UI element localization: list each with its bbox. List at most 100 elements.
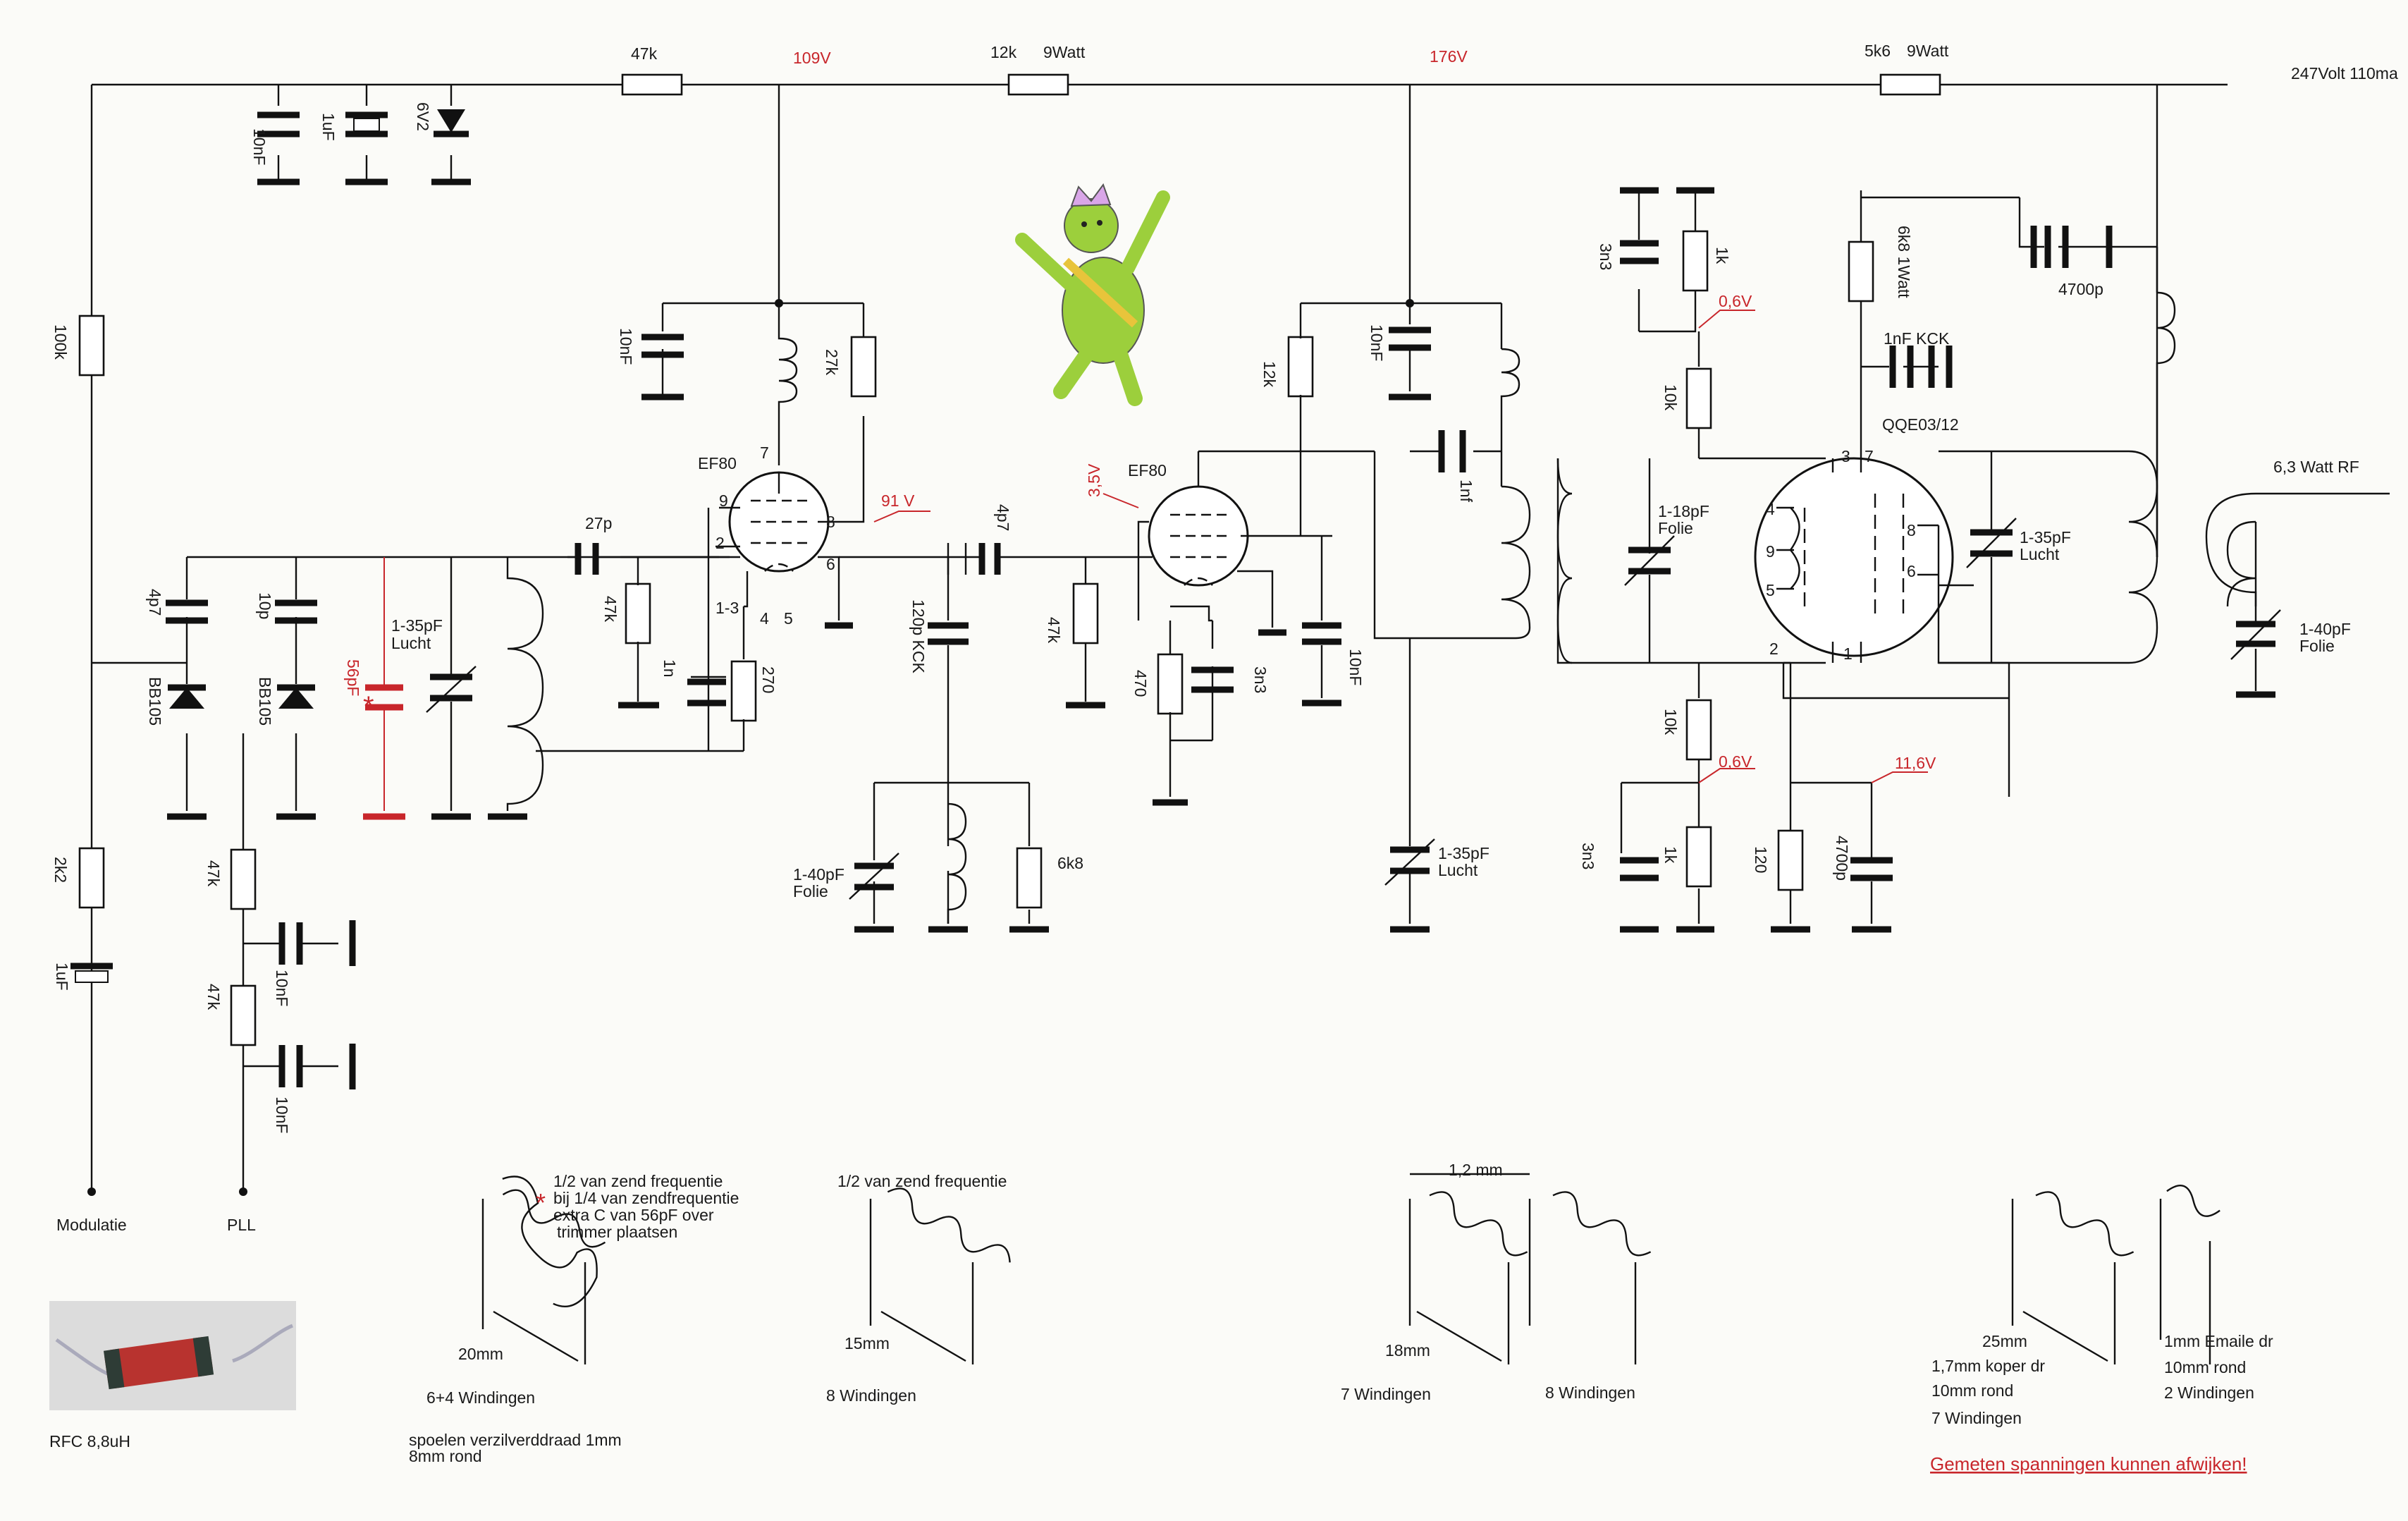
label-c10nf-pll1: 10nF xyxy=(273,970,291,1006)
coil4-turns: 7 Windingen xyxy=(1931,1409,2022,1427)
coil-drawings xyxy=(481,1173,2220,1364)
label-c4700p-b: 4700p xyxy=(1833,836,1851,881)
label-pin8: 8 xyxy=(826,513,835,531)
label-c1nf-kck: 1nF KCK xyxy=(1884,329,1950,348)
resistor-10k-lower xyxy=(1685,699,1712,761)
label-q-pin3: 3 xyxy=(1841,447,1850,465)
label-r47k-g2: 47k xyxy=(1045,617,1063,644)
label-c3n3-c: 3n3 xyxy=(1579,843,1597,869)
label-pin7: 7 xyxy=(760,444,769,462)
resistor-47k-grid2 xyxy=(1072,582,1099,645)
label-r1k-b: 1k xyxy=(1661,846,1680,864)
label-c4700p-a: 4700p xyxy=(2058,280,2103,298)
coil1-note4: trimmer plaatsen xyxy=(557,1223,677,1241)
label-c10nf-d: 10nF xyxy=(1346,649,1365,685)
resistor-470 xyxy=(1157,653,1184,715)
label-r12k-top-w: 9Watt xyxy=(1043,43,1086,61)
coil5-dia: 10mm rond xyxy=(2164,1358,2246,1376)
label-c3n3-b: 3n3 xyxy=(1597,243,1615,270)
pa-stage xyxy=(1556,187,2176,933)
label-star: * xyxy=(363,691,374,722)
label-q-pin6: 6 xyxy=(1907,562,1916,580)
coil2-turns: 8 Windingen xyxy=(826,1386,916,1405)
rfc-photo xyxy=(49,1301,296,1410)
label-trim-folie1: 1-40pF xyxy=(793,865,844,884)
label-trim1: 1-35pF xyxy=(391,616,443,635)
label-pin9: 9 xyxy=(719,491,728,510)
coil3-turns-b: 8 Windingen xyxy=(1545,1383,1635,1402)
resistor-10k-upper xyxy=(1685,367,1712,429)
label-3-5v: 3,5V xyxy=(1085,463,1103,497)
label-trim2: 1-35pF xyxy=(1438,844,1489,862)
label-c4p7-a: 4p7 xyxy=(146,589,164,616)
label-r47k-pll1: 47k xyxy=(204,860,223,887)
tube-qqe0312 xyxy=(1754,457,1954,657)
coil1-note3: extra C van 56pF over xyxy=(553,1206,714,1224)
coil5-turns: 2 Windingen xyxy=(2164,1383,2254,1402)
label-pll: PLL xyxy=(227,1216,256,1234)
coil1-dia: 8mm rond xyxy=(409,1447,482,1465)
label-r12k-top: 12k xyxy=(990,43,1017,61)
label-trim5: 1-40pF xyxy=(2299,620,2351,638)
label-trim-folie1-sub: Folie xyxy=(793,882,828,900)
label-r6k8-1w: 6k8 1Watt xyxy=(1895,226,1913,298)
label-c1uf-a: 1uF xyxy=(319,113,338,141)
coil2-length: 15mm xyxy=(844,1334,890,1352)
label-c1n: 1n xyxy=(661,659,679,678)
label-c10nf-c: 10nF xyxy=(1368,324,1386,361)
label-0-6v-b: 0,6V xyxy=(1719,752,1752,771)
label-c4p7-b: 4p7 xyxy=(994,504,1012,531)
resistor-100k xyxy=(78,314,105,377)
coil4-dia: 10mm rond xyxy=(1931,1381,2013,1400)
label-bb105-1: BB105 xyxy=(146,677,164,726)
label-c10nf-a: 10nF xyxy=(250,128,269,165)
resistor-6k8 xyxy=(1016,847,1043,909)
coil1-note2: bij 1/4 van zendfrequentie xyxy=(553,1189,739,1207)
resistor-2k2 xyxy=(78,847,105,909)
label-r47k-g1: 47k xyxy=(601,596,620,623)
stage2-ef80 xyxy=(839,85,1531,933)
label-r470: 470 xyxy=(1131,670,1150,697)
label-r270: 270 xyxy=(759,666,778,693)
label-56pf: 56pF xyxy=(344,659,362,696)
label-output: 6,3 Watt RF xyxy=(2273,458,2359,476)
coil4-length: 25mm xyxy=(1982,1332,2027,1350)
label-pin13: 1-3 xyxy=(715,599,739,617)
label-r2k2: 2k2 xyxy=(51,857,70,883)
coil1-wire: spoelen verzilverddraad 1mm xyxy=(409,1431,622,1449)
label-trim2-sub: Lucht xyxy=(1438,861,1478,879)
resistor-120 xyxy=(1777,829,1804,891)
output-coupling xyxy=(2205,492,2390,698)
resistor-47k-pll1 xyxy=(230,848,257,910)
label-q-pin4: 4 xyxy=(1766,500,1775,518)
label-r10k-b: 10k xyxy=(1661,709,1680,735)
label-r27k: 27k xyxy=(823,349,841,376)
resistor-47k-grid1 xyxy=(625,582,651,645)
coil2-title: 1/2 van zend frequentie xyxy=(837,1172,1007,1190)
label-qqe0312: QQE03/12 xyxy=(1882,415,1959,434)
label-q-pin5: 5 xyxy=(1766,581,1775,599)
resistor-1k-upper xyxy=(1682,230,1709,292)
resistor-12k-screen xyxy=(1287,336,1314,398)
resistor-5k6-top xyxy=(1879,73,1941,96)
tube-ef80-2 xyxy=(1148,485,1249,587)
label-c3n3-a: 3n3 xyxy=(1251,666,1270,693)
label-r47k-top: 47k xyxy=(631,44,658,63)
label-r10k-a: 10k xyxy=(1661,384,1680,411)
label-pin6: 6 xyxy=(826,555,835,573)
stage1-ef80 xyxy=(567,85,930,751)
label-trim4: 1-35pF xyxy=(2020,528,2071,546)
label-q-pin2: 2 xyxy=(1769,640,1779,658)
label-r1k-a: 1k xyxy=(1713,247,1731,264)
label-pin2: 2 xyxy=(715,534,725,552)
resistor-270 xyxy=(730,660,757,722)
label-r12k-s: 12k xyxy=(1260,361,1279,388)
coil1-note1: 1/2 van zend frequentie xyxy=(553,1172,723,1190)
label-91v: 91 V xyxy=(881,491,915,510)
label-trim3-sub: Folie xyxy=(1658,519,1693,537)
label-c1nf: 1nf xyxy=(1457,479,1475,503)
coil3-length: 18mm xyxy=(1385,1341,1430,1360)
label-supply: 247Volt 110ma xyxy=(2291,64,2398,83)
resistor-1k-lower xyxy=(1685,826,1712,888)
label-pin5: 5 xyxy=(784,609,793,628)
